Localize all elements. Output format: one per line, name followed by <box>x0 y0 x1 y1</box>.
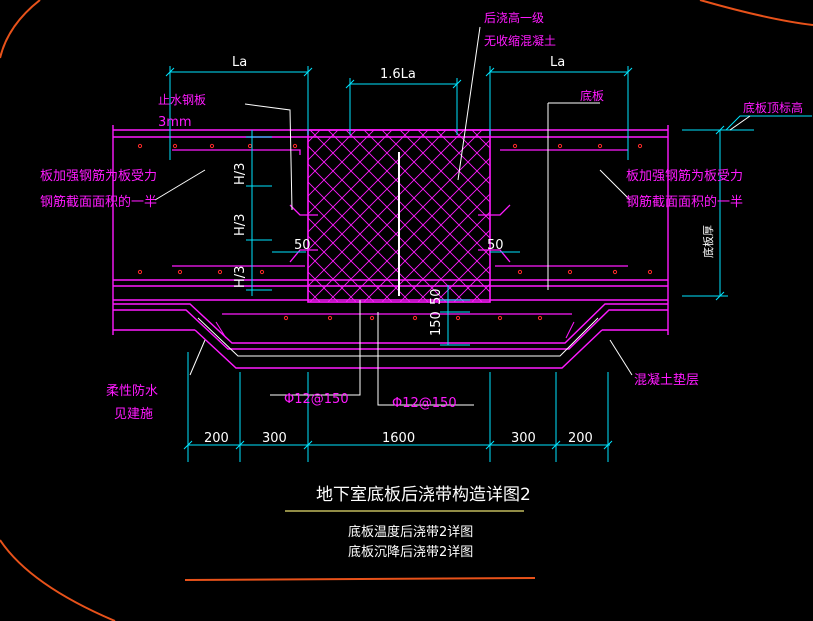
label-cushion: 混凝土垫层 <box>634 372 699 388</box>
rebar-lines <box>172 149 628 267</box>
label-flex-water-2: 见建施 <box>114 407 153 422</box>
label-rebar-left-2: 钢筋截面面积的一半 <box>40 194 157 210</box>
slab-outline <box>113 129 668 369</box>
dim-la-mid: 1.6La <box>380 67 416 82</box>
label-pour-grade: 后浇高一级 <box>484 10 544 25</box>
dim-gap-left: 50 <box>294 238 311 253</box>
dim-la-right: La <box>550 55 565 70</box>
label-water-stop-thk: 3mm <box>158 115 192 130</box>
label-rebar-left-1: 板加强钢筋为板受力 <box>40 168 157 184</box>
title-sub2: 底板沉降后浇带2详图 <box>348 544 473 560</box>
label-pour-concrete: 无收缩混凝土 <box>484 33 556 48</box>
dim-gap-right: 50 <box>487 238 504 253</box>
dim-bottom-3: 300 <box>511 431 536 446</box>
label-slab-top-elev: 底板顶标高 <box>743 100 803 115</box>
dim-h3-top: H/3 <box>233 163 248 185</box>
dim-bottom-4: 200 <box>568 431 593 446</box>
label-slab: 底板 <box>580 88 604 103</box>
dim-bottom-0: 200 <box>204 431 229 446</box>
label-flex-water-1: 柔性防水 <box>106 383 158 399</box>
dim-h3-mid: H/3 <box>233 214 248 236</box>
dim-bottom-1: 300 <box>262 431 287 446</box>
label-rebar-right-2: 钢筋截面面积的一半 <box>626 194 743 210</box>
dim-h3-bot: H/3 <box>233 266 248 288</box>
rebar-dots <box>137 143 653 321</box>
dim-bottom-2: 1600 <box>382 431 415 446</box>
label-bar-b: Φ12@150 <box>392 396 457 411</box>
dim-la-left: La <box>232 55 247 70</box>
title-sub1: 底板温度后浇带2详图 <box>348 524 473 540</box>
dim-drop-150: 150 <box>429 311 444 336</box>
label-water-stop: 止水钢板 <box>158 93 206 107</box>
leader-lines <box>154 26 751 406</box>
slab-edges <box>112 125 669 335</box>
title-main: 地下室底板后浇带构造详图2 <box>316 485 531 505</box>
label-rebar-right-1: 板加强钢筋为板受力 <box>626 168 743 184</box>
dim-drop-50: 50 <box>429 288 444 305</box>
label-bar-a: Φ12@150 <box>284 392 349 407</box>
label-slab-thickness: 底板厚 <box>701 225 715 258</box>
